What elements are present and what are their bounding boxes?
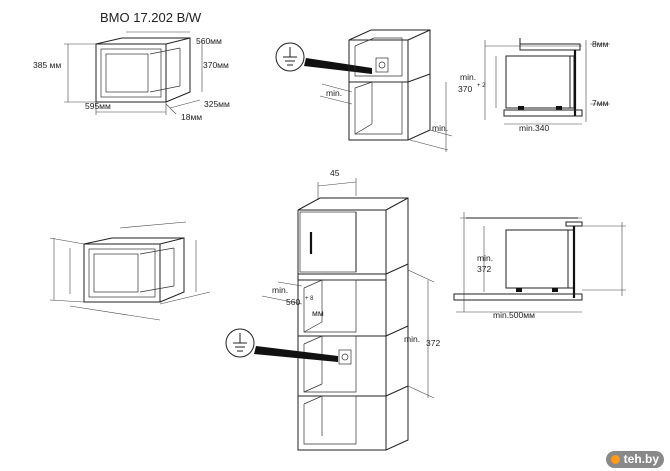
- side-mid-depth: min.500мм: [493, 310, 535, 320]
- cabinet-top: [275, 29, 453, 152]
- side-top-height-value: 370: [458, 84, 472, 94]
- tall-width-min: min.: [272, 285, 288, 295]
- side-top-height-min: min.: [460, 72, 476, 82]
- side-top-gap-bottom: 7мм: [592, 98, 609, 108]
- dim-frame-18: 18мм: [181, 112, 202, 122]
- dim-width-560: 560мм: [196, 36, 222, 46]
- model-title: BMO 17.202 B/W: [100, 10, 202, 25]
- tall-width-value: 560: [286, 297, 300, 307]
- tall-width-unit: мм: [312, 308, 324, 318]
- tall-height-min: min.: [404, 334, 420, 344]
- dim-height-385: 385 мм: [33, 60, 61, 70]
- dim-depth-325: 325мм: [204, 99, 230, 109]
- microwave-perspective-mid: [49, 221, 211, 321]
- ground-symbol-mid: [225, 328, 338, 362]
- ground-icon-mid: [225, 328, 255, 358]
- watermark-logo: teh.by: [605, 451, 664, 468]
- tall-top-gap: 45: [330, 168, 340, 178]
- ground-icon: [275, 42, 305, 72]
- microwave-perspective-top: [64, 31, 203, 115]
- tall-width-tol: + 8: [305, 296, 314, 302]
- dim-width-595: 595мм: [85, 101, 111, 111]
- side-view-top: [484, 38, 610, 125]
- side-view-mid: [453, 212, 626, 313]
- tall-height-value: 372: [426, 338, 440, 348]
- socket-icon: [375, 57, 389, 73]
- socket-icon-mid: [338, 349, 352, 365]
- cabinet-top-min-right: min.: [432, 123, 448, 133]
- cabinet-top-min-left: min.: [326, 88, 342, 98]
- tall-cabinet: [261, 178, 435, 451]
- side-top-gap: 8мм: [592, 39, 609, 49]
- dim-height-370: 370мм: [203, 60, 229, 70]
- side-top-depth: min.340: [519, 123, 550, 133]
- side-mid-height-value: 372: [477, 264, 491, 274]
- side-top-height-tol: + 2: [477, 83, 486, 89]
- side-mid-height-min: min.: [477, 253, 493, 263]
